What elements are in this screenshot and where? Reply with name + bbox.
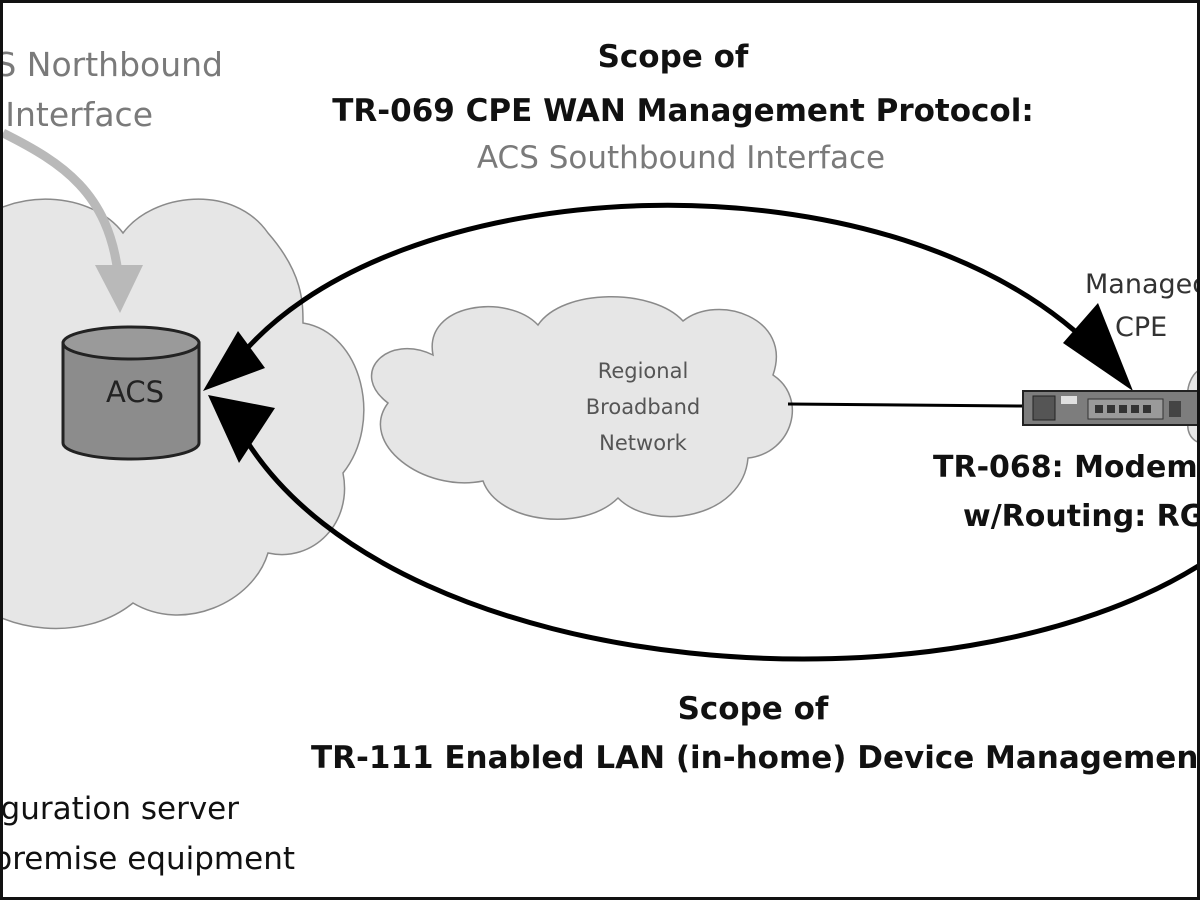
tr069-arc — [228, 202, 1105, 370]
network-label-line1: Regional — [597, 359, 689, 383]
tr111-arc — [245, 441, 1197, 662]
diagram-canvas — [3, 128, 1197, 662]
northbound-label-line2: Interface — [5, 95, 153, 134]
regional-network-cloud — [370, 296, 794, 520]
tr069-arrowhead-right — [1063, 303, 1133, 391]
network-label-line2: Broadband — [585, 395, 701, 419]
rg-device — [1022, 390, 1197, 426]
cpe-definition: CPE: Customer premise equipment — [3, 841, 295, 877]
network-to-cpe-line — [787, 402, 1024, 408]
northbound-label-line1: ACS Northbound — [3, 45, 223, 84]
northbound-arrowhead — [95, 265, 143, 313]
managed-cpe-label-line1: Managed — [1085, 269, 1200, 300]
modem-label-line2: w/Routing: RG — [963, 499, 1200, 534]
tr069-scope-line1: Scope of — [597, 39, 749, 75]
modem-label-line1: TR-068: Modem — [933, 450, 1198, 485]
acs-definition: ACS: Auto configuration server — [3, 791, 239, 827]
network-label-line3: Network — [599, 431, 687, 455]
acs-cylinder — [61, 325, 201, 461]
northbound-arrow — [3, 128, 123, 274]
tr111-scope-title: TR-111 Enabled LAN (in-home) Device Mana… — [311, 740, 1200, 776]
managed-cpe-label-line2: CPE — [1115, 312, 1168, 343]
acs-southbound-label: ACS Southbound Interface — [476, 140, 886, 176]
tr069-scope-title: TR-069 CPE WAN Management Protocol: — [332, 93, 1034, 129]
tr111-scope-line1: Scope of — [677, 691, 829, 727]
acs-label: ACS — [106, 375, 164, 409]
tr069-arrowhead-left — [203, 331, 265, 391]
tr111-arrowhead-left — [208, 395, 275, 463]
